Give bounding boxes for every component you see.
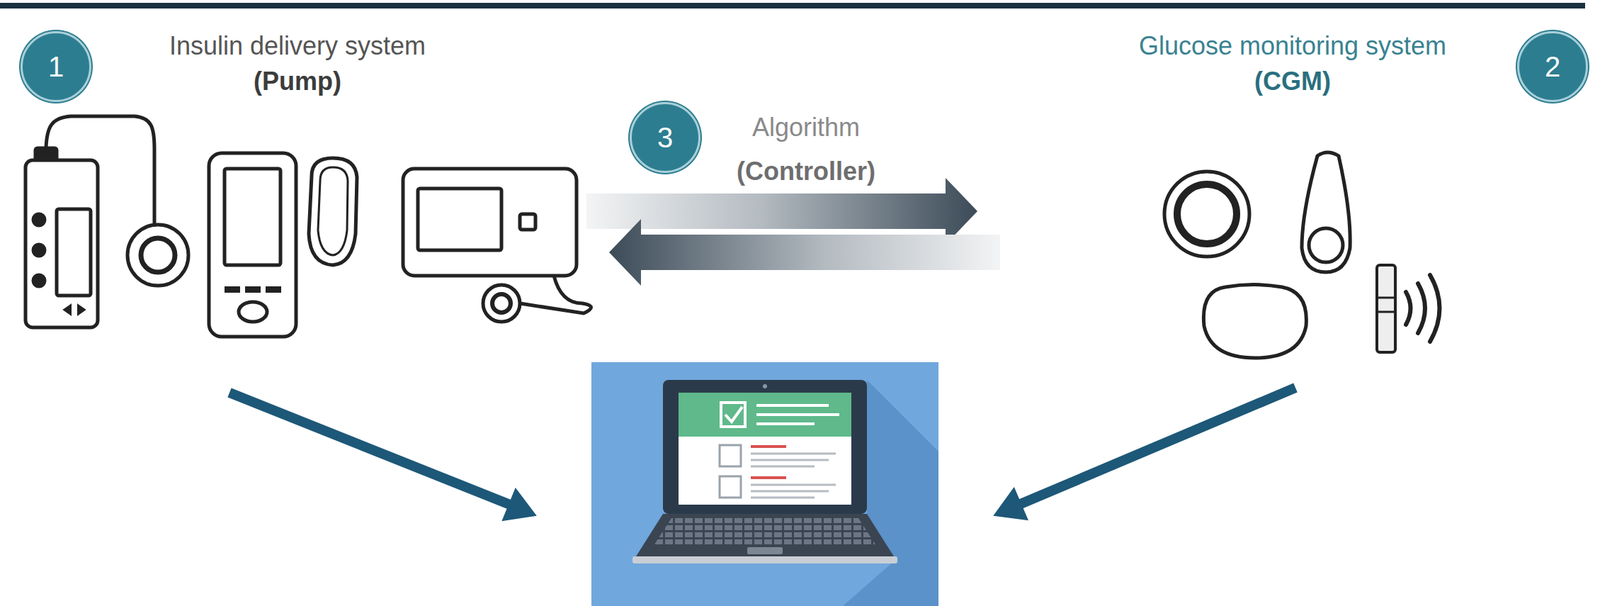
patch-pump-part [308,157,357,265]
laptop-icon-part-part [756,422,815,425]
handheld-controller-part [224,168,281,265]
touchscreen-pump-part [483,284,520,322]
laptop-icon-part [678,392,852,505]
laptop-icon-part-part [750,465,815,468]
cgm-group: Glucose monitoring system(CGM) [1005,28,1580,369]
laptop-icon-part [721,402,746,427]
laptop-icon-part [719,475,741,498]
laptop-icon-part [750,453,836,498]
patch-pump [308,157,357,265]
tubed-pump-part [33,274,45,287]
patch-pump-part [318,167,348,255]
tubed-pump-part [63,304,85,315]
cgm-sensors-part [1164,171,1250,257]
touchscreen-pump-part [519,213,536,230]
laptop-icon-part-part [750,475,787,479]
touchscreen-pump [403,168,592,322]
handheld-controller-part [245,286,260,292]
laptop-icon-part-part [756,403,829,407]
touchscreen-pump-part [492,293,511,313]
laptop-icon-part-part [750,496,815,499]
laptop-icon-part-part [750,444,787,448]
laptop-icon-part [747,546,783,554]
data-upload-arrow-part [502,488,536,520]
callout-number: 2 [1517,31,1588,102]
cgm-sensors [1164,152,1440,358]
cgm-sensors-part [1376,310,1396,314]
tubed-pump-part [33,244,45,256]
tubed-pump-part [25,160,98,328]
pump-group: Insulin delivery system(Pump) [14,28,581,340]
top-rule [0,2,1586,9]
callout-number: 1 [20,31,92,102]
node-heading: Glucose monitoring system [1005,28,1580,64]
laptop-icon-part [750,446,787,478]
handheld-controller-part [238,301,268,322]
node-heading: Insulin delivery system [14,28,581,64]
tubed-pump [25,116,189,328]
node-subheading: (Pump) [14,63,581,100]
data-upload-arrow [229,387,1296,520]
handheld-controller-part [208,152,297,337]
laptop-icon-part [719,444,741,467]
cgm-sensors-part [1376,264,1396,353]
cgm-sensors-part [1177,184,1237,244]
laptop-icon-part-part [750,458,829,462]
laptop-icon-part [654,517,876,544]
laptop-icon [591,361,939,606]
node-subheading: (CGM) [1005,63,1580,100]
laptop-icon-part [725,406,743,422]
laptop-icon-part [662,379,867,514]
cgm-sensors-part [1301,152,1350,272]
cgm-sensors-part [1405,274,1440,342]
cgm-sensors-part-part [1430,274,1440,342]
laptop-icon-part-part [750,490,829,493]
laptop-icon-part [756,405,840,424]
cgm-sensors-part [1376,296,1396,299]
laptop-icon-part [636,513,894,556]
laptop-icon-part-part [750,452,836,455]
data-upload-arrow-part [1020,387,1296,504]
handheld-controller-part [225,286,240,292]
handheld-controller-part [266,286,281,292]
touchscreen-pump-part [519,275,592,314]
handheld-controller [208,152,297,337]
touchscreen-pump-part [417,188,502,251]
touchscreen-pump-part [403,168,577,276]
laptop-icon-part [762,383,768,389]
laptop-icon-part-part [756,412,840,416]
data-flow-arrow [609,218,1001,286]
callout-number: 3 [629,101,701,173]
laptop-icon-part [591,361,939,606]
controller-label: Algorithm [752,113,860,142]
data-upload-arrow-part [229,392,510,505]
cgm-sensors-part-part [1405,291,1411,325]
cgm-sensors-part-part [1417,283,1426,333]
laptop-icon-part [632,555,898,564]
cgm-sensors-part [1308,228,1343,263]
data-flow-arrow [586,177,978,245]
cgm-sensors-part [1203,284,1307,359]
controller-label: (Controller) [736,157,876,186]
data-upload-arrow-part [994,488,1028,520]
tubed-pump-part [127,224,189,286]
laptop-icon-part [678,392,852,437]
tubed-pump-part [56,208,91,296]
tubed-pump-part [33,213,45,226]
tubed-pump-part [140,237,175,272]
laptop-icon-part-part [750,483,836,486]
